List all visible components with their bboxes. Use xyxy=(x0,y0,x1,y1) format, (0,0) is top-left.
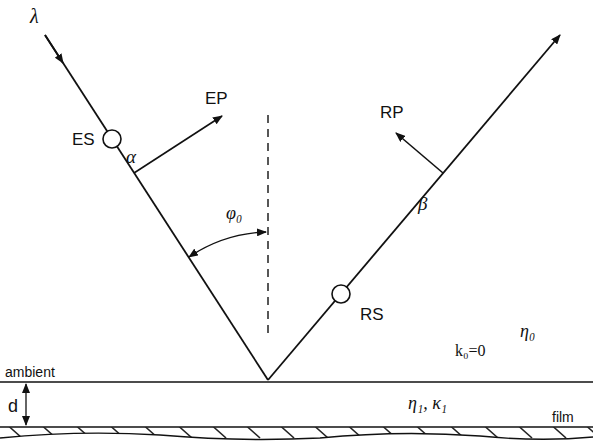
ambient-index-label: η₀ xyxy=(520,322,535,340)
reflected-beam xyxy=(268,35,560,380)
region-label: ambient xyxy=(5,365,55,379)
thickness-label: d xyxy=(8,397,18,415)
ambient-extinction-label: k₀=0 xyxy=(455,343,486,359)
substrate-edge xyxy=(0,433,593,439)
ellipse-angle-label: β xyxy=(418,194,427,213)
wavelength-symbol: λ xyxy=(30,6,39,26)
s-reflected-label: RS xyxy=(360,306,384,323)
incident-arrow xyxy=(45,35,63,63)
p-field-label: EP xyxy=(205,90,228,107)
s-polarization-circle xyxy=(332,285,350,303)
p-reflected-label: RP xyxy=(380,104,404,121)
azimuth-angle-label: α xyxy=(126,147,136,166)
surface-normal xyxy=(267,115,268,335)
p-polarization-arrow xyxy=(396,133,443,173)
s-polarization-circle xyxy=(103,130,121,148)
ambient-film-interface xyxy=(0,381,593,383)
p-polarization-arrow xyxy=(134,116,222,173)
region-label: film xyxy=(552,410,574,424)
thickness-arrow xyxy=(25,384,26,425)
incident-beam xyxy=(45,35,268,380)
incidence-angle-arc xyxy=(189,232,266,257)
incidence-angle-label: φ₀ xyxy=(226,204,242,222)
substrate-hatching xyxy=(0,427,593,439)
film-constants-label: η₁, κ₁ xyxy=(408,394,447,412)
s-field-label: ES xyxy=(72,131,95,148)
